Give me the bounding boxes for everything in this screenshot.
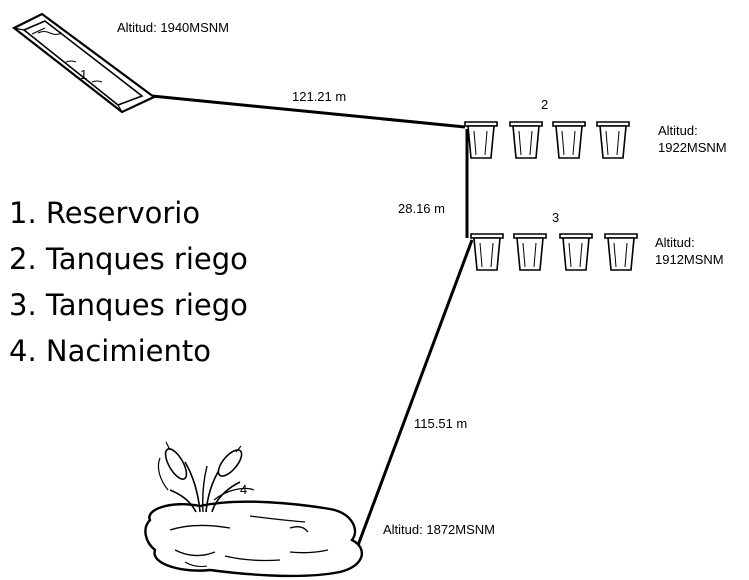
upper-tanks-altitude-line1: Altitud: [658,123,698,138]
lower-tanks-altitude-line1: Altitud: [655,235,695,250]
legend-item-upper-tanks: 2. Tanques riego [9,242,248,276]
upper-tanks-icon [464,121,630,159]
legend-item-reservoir: 1. Reservorio [9,196,201,230]
spring-number: 4 [240,482,248,497]
distance-tanks-to-tanks: 28.16 m [398,201,445,216]
reservoir-altitude-label: Altitud: 1940MSNM [117,20,229,35]
legend-item-lower-tanks: 3. Tanques riego [9,288,248,322]
upper-tanks-altitude-label: Altitud: 1922MSNM [658,122,727,156]
spring-altitude-label: Altitud: 1872MSNM [383,522,495,537]
legend: 1. Reservorio 2. Tanques riego 3. Tanque… [9,190,248,374]
pipe-reservoir-to-tanks [151,94,466,129]
lower-tanks-altitude-line2: 1912MSNM [655,252,724,267]
reservoir-number: 1 [80,67,88,82]
reservoir-icon [11,12,157,114]
lower-tanks-altitude-label: Altitud: 1912MSNM [655,234,724,268]
upper-tanks-altitude-line2: 1922MSNM [658,140,727,155]
distance-tanks-to-spring: 115.51 m [414,416,468,431]
distance-reservoir-to-tanks: 121.21 m [292,89,347,104]
spring-icon [144,441,364,578]
lower-tanks-number: 3 [552,210,560,225]
legend-item-spring: 4. Nacimiento [9,334,211,368]
lower-tanks-icon [470,233,638,271]
upper-tanks-number: 2 [541,97,549,112]
pipe-tanks-to-spring [355,239,474,549]
